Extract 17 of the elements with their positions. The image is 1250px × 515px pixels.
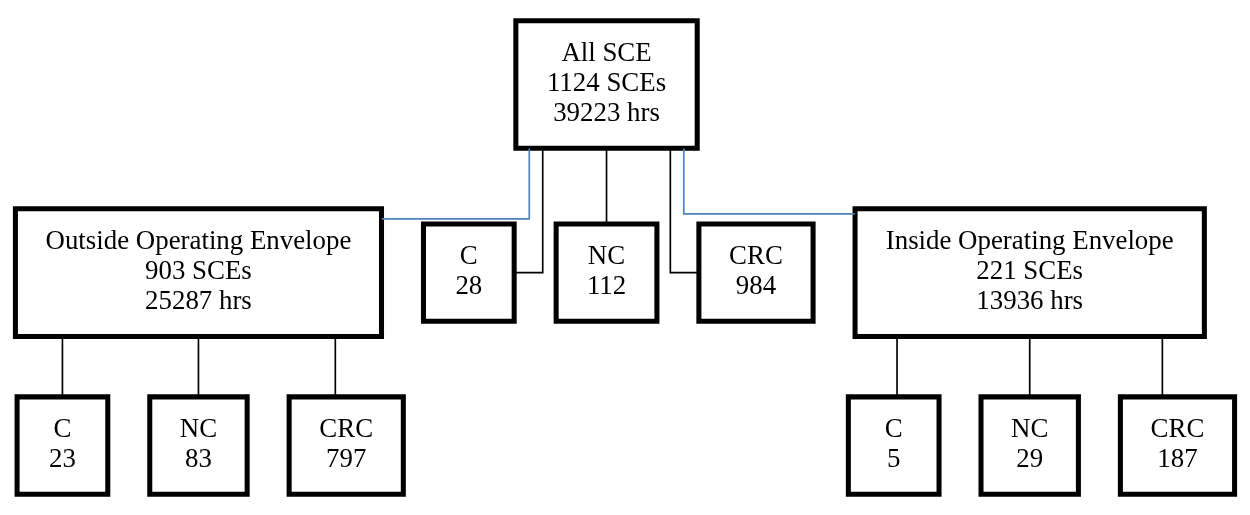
node-box: CRC 984 [696,221,816,324]
connector [380,147,531,220]
node-box: Inside Operating Envelope 221 SCEs 13936 hrs [852,206,1207,339]
connector [605,147,608,225]
node-box: NC 112 [553,221,660,324]
node-box: C 28 [420,221,517,324]
node-box: C 23 [14,394,111,497]
connector [669,147,700,274]
node-box: CRC 187 [1117,394,1238,497]
connector [682,147,856,215]
node-box: CRC 797 [286,394,406,497]
node-box: All SCE 1124 SCEs 39223 hrs [513,18,700,151]
node-box: Outside Operating Envelope 903 SCEs 25287 hrs [12,206,384,339]
node-box: NC 29 [978,394,1081,497]
node-box: NC 83 [147,394,250,497]
connector [513,147,544,274]
node-box: C 5 [845,394,942,497]
